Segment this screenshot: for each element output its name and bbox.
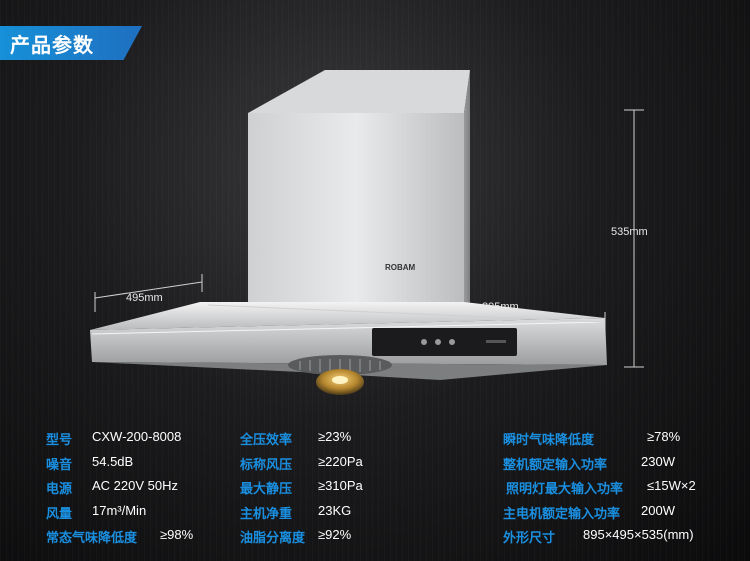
width-dimension-line — [207, 304, 606, 323]
width-dimension-label: 895mm — [482, 301, 519, 313]
spec-key: 主电机额定输入功率 — [503, 506, 621, 522]
control-panel — [372, 328, 517, 356]
header-banner — [0, 26, 142, 60]
spec-row: 标称风压 ≥220Pa — [240, 449, 460, 474]
spec-key: 标称风压 — [240, 457, 293, 473]
spec-row: 主机净重 23KG — [240, 498, 460, 523]
spec-value: ≥310Pa — [318, 478, 363, 493]
spec-row: 电源 AC 220V 50Hz — [46, 473, 246, 498]
spec-value: ≤15W×2 — [647, 478, 696, 493]
spec-value: AC 220V 50Hz — [92, 478, 178, 493]
spec-row: 噪音 54.5dB — [46, 449, 246, 474]
spec-key: 整机额定输入功率 — [503, 457, 608, 473]
spec-key: 型号 — [46, 433, 73, 448]
spec-column-2: 全压效率 ≥23% 标称风压 ≥220Pa 最大静压 ≥310Pa 主机净重 2… — [240, 424, 460, 547]
spec-value: 23KG — [318, 502, 352, 518]
spec-key: 油脂分离度 — [240, 531, 306, 546]
spec-key: 照明灯最大输入功率 — [506, 482, 624, 497]
spec-table: 型号 CXW-200-8008 噪音 54.5dB 电源 AC 220V 50H… — [0, 424, 750, 554]
spec-key: 噪音 — [46, 457, 73, 473]
spec-value: ≥220Pa — [318, 453, 363, 469]
spec-row: 最大静压 ≥310Pa — [240, 473, 460, 498]
spec-row: 全压效率 ≥23% — [240, 424, 460, 449]
spec-value: 54.5dB — [92, 453, 134, 469]
spec-value: 230W — [641, 453, 675, 469]
spec-key: 电源 — [46, 482, 73, 497]
spec-column-3: 瞬时气味降低度 ≥78% 整机额定输入功率 230W 照明灯最大输入功率 ≤15… — [503, 424, 743, 547]
chimney-side — [464, 70, 470, 312]
spec-value: 200W — [641, 502, 675, 518]
spec-value: 895×495×535(mm) — [583, 527, 694, 542]
spec-value: ≥78% — [647, 429, 681, 444]
page-title: 产品参数 — [10, 33, 94, 57]
spec-value: ≥98% — [160, 527, 194, 542]
spec-key: 最大静压 — [240, 482, 293, 497]
spec-row: 主电机额定输入功率 200W — [503, 498, 743, 523]
control-knob — [435, 339, 441, 345]
spec-row: 瞬时气味降低度 ≥78% — [503, 424, 743, 449]
spec-value: ≥23% — [318, 429, 352, 444]
chimney-front — [248, 113, 464, 312]
spec-key: 常态气味降低度 — [46, 531, 138, 546]
depth-dimension-label: 495mm — [126, 292, 163, 304]
control-knob — [449, 339, 455, 345]
spec-key: 全压效率 — [240, 433, 293, 448]
chimney-top — [248, 70, 470, 113]
spec-row: 整机额定输入功率 230W — [503, 449, 743, 474]
spec-row: 照明灯最大输入功率 ≤15W×2 — [503, 473, 743, 498]
spec-value: CXW-200-8008 — [92, 429, 182, 444]
canopy-top — [90, 302, 605, 330]
brand-logo: ROBAM — [385, 263, 416, 272]
range-hood-illustration — [90, 70, 644, 395]
spec-key: 风量 — [46, 506, 73, 522]
spec-column-1: 型号 CXW-200-8008 噪音 54.5dB 电源 AC 220V 50H… — [46, 424, 246, 547]
spec-row: 风量 17m³/Min — [46, 498, 246, 523]
spec-key: 主机净重 — [240, 506, 293, 522]
spec-row: 油脂分离度 ≥92% — [240, 522, 460, 547]
spec-value: ≥92% — [318, 527, 352, 542]
spec-value: 17m³/Min — [92, 502, 147, 518]
spec-key: 瞬时气味降低度 — [503, 433, 595, 448]
height-dimension-label: 535mm — [611, 226, 648, 238]
depth-dimension-line — [94, 281, 203, 299]
spec-row: 外形尺寸 895×495×535(mm) — [503, 522, 743, 547]
spec-row: 型号 CXW-200-8008 — [46, 424, 246, 449]
spec-key: 外形尺寸 — [503, 531, 556, 546]
control-knob — [421, 339, 427, 345]
spec-row: 常态气味降低度 ≥98% — [46, 522, 246, 547]
